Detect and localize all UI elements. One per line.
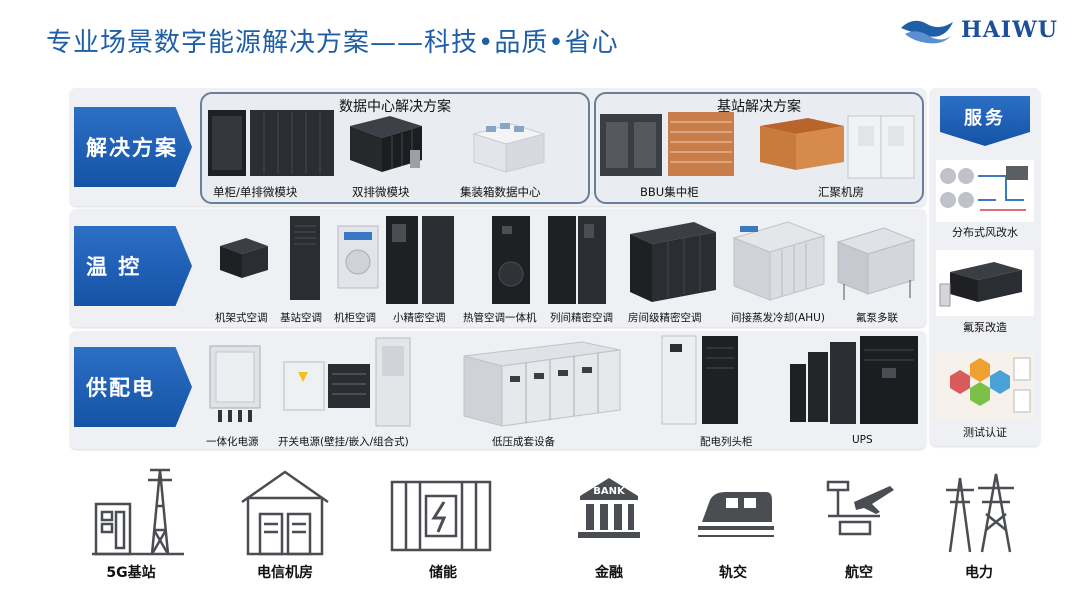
bbu-cabinet-image	[600, 112, 734, 176]
distributed-retrofit-image	[936, 160, 1034, 222]
power-row-label: 供配电	[74, 347, 192, 427]
base-station-ac-image	[290, 216, 320, 300]
product-label: 列间精密空调	[550, 312, 613, 324]
industry-label: 电力	[965, 565, 993, 581]
product-label: 小精密空调	[393, 312, 446, 324]
product-label: 热管空调一体机	[463, 312, 537, 324]
indirect-evaporative-cooling-image	[732, 221, 826, 301]
telecom-room-icon	[241, 470, 329, 556]
industry-label: 轨交	[719, 565, 747, 581]
single-micro-module-image	[208, 110, 334, 176]
product-label: 一体化电源	[206, 436, 259, 448]
container-data-center-image	[472, 123, 546, 173]
bank-sign-text: BANK	[593, 486, 626, 497]
energy-storage-icon	[390, 480, 492, 552]
product-label: 汇聚机房	[818, 185, 864, 199]
ups-image	[790, 336, 918, 424]
cabinet-ac-image	[337, 225, 379, 289]
data-center-group-title: 数据中心解决方案	[339, 99, 451, 115]
product-label: 配电列头柜	[700, 436, 753, 448]
product-label: UPS	[852, 434, 873, 446]
aggregation-room-image	[760, 115, 915, 179]
brand-logo: HAIWU	[899, 12, 1058, 48]
train-icon	[698, 492, 774, 537]
heat-pipe-ac-image	[492, 216, 530, 304]
fluorine-pump-retrofit-image	[936, 250, 1034, 316]
product-label: 集装箱数据中心	[460, 185, 541, 199]
industry-label: 金融	[595, 565, 623, 581]
industry-label: 航空	[845, 565, 873, 581]
industry-label: 电信机房	[257, 565, 313, 581]
service-label: 测试认证	[963, 426, 1007, 439]
industry-label: 5G基站	[106, 565, 156, 581]
power-tower-icon	[946, 473, 1014, 553]
industry-label: 储能	[429, 565, 457, 581]
base-station-group-title: 基站解决方案	[717, 99, 801, 115]
product-label: 双排微模块	[352, 185, 410, 199]
airplane-icon	[826, 480, 894, 536]
brand-name: HAIWU	[960, 17, 1058, 43]
product-label: 房间级精密空调	[628, 312, 702, 324]
product-label: 低压成套设备	[492, 436, 555, 448]
room-precision-ac-image	[630, 222, 716, 302]
product-label: BBU集中柜	[640, 185, 699, 199]
service-label: 分布式风改水	[952, 226, 1018, 239]
switching-power-supply-image	[283, 337, 411, 427]
product-label: 间接蒸发冷却(AHU)	[731, 312, 825, 324]
bank-icon: BANK	[578, 478, 640, 538]
solutions-row-label: 解决方案	[74, 107, 192, 187]
product-label: 开关电源(壁挂/嵌入/组合式)	[278, 436, 409, 448]
product-label: 单柜/单排微模块	[213, 185, 298, 199]
page-title: 专业场景数字能源解决方案——科技•品质•省心	[46, 28, 619, 58]
in-row-precision-ac-image	[548, 216, 606, 304]
testing-certification-image	[936, 352, 1034, 420]
integrated-power-image	[209, 345, 261, 422]
product-label: 氟泵多联	[856, 312, 898, 324]
wave-logo-icon	[900, 20, 953, 44]
rack-ac-image	[220, 238, 268, 278]
small-precision-ac-image	[386, 216, 454, 304]
double-micro-module-image	[350, 116, 422, 172]
temperature-row-label: 温 控	[74, 226, 192, 306]
5g-base-station-icon	[92, 468, 184, 556]
fluorine-pump-multi-unit-image	[836, 227, 916, 300]
low-voltage-switchgear-image	[463, 341, 621, 427]
product-label: 基站空调	[280, 312, 322, 324]
product-label: 机架式空调	[215, 312, 268, 324]
power-distribution-cabinet-image	[661, 335, 738, 425]
service-label: 氟泵改造	[963, 321, 1007, 334]
product-label: 机柜空调	[334, 312, 376, 324]
